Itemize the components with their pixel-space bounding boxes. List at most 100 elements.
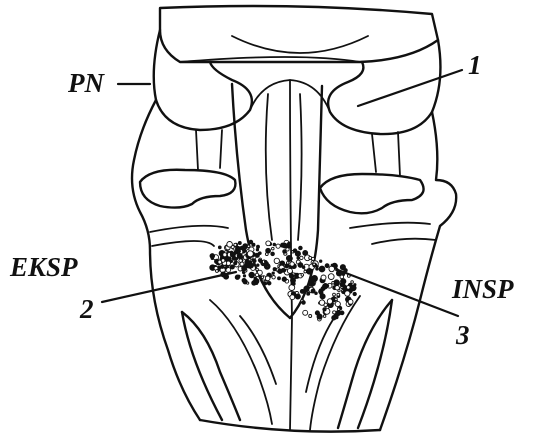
stipple-dot bbox=[236, 246, 240, 250]
label-eksp: EKSP bbox=[9, 252, 78, 282]
stipple-dot bbox=[255, 273, 258, 276]
stipple-dot bbox=[299, 246, 303, 250]
stipple-dot bbox=[340, 265, 345, 270]
stipple-dot bbox=[261, 276, 263, 278]
stipple-dot bbox=[321, 280, 323, 282]
stipple-dot bbox=[295, 294, 300, 299]
stipple-dot bbox=[307, 268, 313, 274]
stipple-dot bbox=[302, 301, 306, 305]
stipple-dot bbox=[307, 292, 310, 295]
stipple-dot bbox=[211, 257, 214, 260]
stipple-dot bbox=[235, 275, 239, 279]
stipple-dot bbox=[223, 253, 227, 257]
stipple-dot bbox=[293, 249, 297, 253]
pons-lobes bbox=[154, 30, 441, 134]
stipple-dot bbox=[325, 264, 329, 268]
label-3: 3 bbox=[455, 320, 470, 350]
stipple-dot bbox=[272, 247, 275, 250]
stipple-dot bbox=[276, 244, 280, 248]
stipple-dot bbox=[238, 242, 241, 245]
stipple-dot bbox=[254, 277, 257, 280]
label-insp: INSP bbox=[451, 274, 514, 304]
stipple-dot bbox=[287, 242, 291, 246]
stipple-dot bbox=[286, 248, 289, 251]
stipple-dot bbox=[312, 276, 318, 282]
stipple-dot bbox=[332, 281, 335, 284]
stipple-dot bbox=[243, 245, 247, 249]
stipple-dot bbox=[331, 264, 333, 266]
stipple-dot bbox=[320, 260, 322, 262]
stipple-dot bbox=[278, 269, 283, 274]
stipple-dot bbox=[301, 274, 304, 277]
stippled-nuclei bbox=[210, 240, 357, 321]
stipple-dot bbox=[252, 259, 255, 262]
stipple-dot bbox=[333, 311, 336, 314]
stipple-dot bbox=[328, 274, 334, 280]
stipple-dot bbox=[351, 281, 354, 284]
stipple-dot bbox=[313, 263, 316, 266]
stipple-dot bbox=[242, 266, 247, 271]
stipple-dot bbox=[290, 262, 294, 266]
label-2: 2 bbox=[79, 294, 94, 324]
stipple-dot bbox=[332, 316, 336, 320]
stipple-dot bbox=[243, 275, 245, 277]
stipple-dot bbox=[327, 299, 332, 304]
stipple-dot bbox=[311, 289, 315, 293]
label-pn: PN bbox=[67, 68, 105, 98]
stipple-dot bbox=[218, 246, 221, 249]
stipple-dot bbox=[340, 311, 344, 315]
stipple-dot bbox=[263, 282, 266, 285]
stipple-dot bbox=[337, 293, 340, 296]
leader-1 bbox=[358, 70, 462, 106]
stipple-dot bbox=[230, 251, 233, 254]
stipple-dot bbox=[340, 282, 345, 287]
stipple-dot bbox=[319, 300, 324, 305]
stipple-dot bbox=[353, 292, 356, 295]
stipple-dot bbox=[249, 272, 255, 278]
stipple-dot bbox=[283, 243, 288, 248]
stipple-dot bbox=[317, 314, 322, 319]
stipple-dot bbox=[273, 268, 276, 271]
stipple-dot bbox=[247, 251, 253, 257]
stipple-dot bbox=[257, 264, 259, 266]
stipple-dot bbox=[347, 286, 351, 290]
stipple-dot bbox=[290, 295, 295, 300]
stipple-dot bbox=[335, 298, 338, 301]
stipple-dot bbox=[227, 242, 233, 248]
stipple-dot bbox=[323, 308, 326, 311]
stipple-dot bbox=[321, 275, 326, 280]
stipple-dot bbox=[333, 293, 336, 296]
stipple-dot bbox=[259, 260, 262, 263]
stipple-dot bbox=[323, 284, 328, 289]
stipple-dot bbox=[266, 241, 271, 246]
stipple-dot bbox=[340, 275, 344, 279]
stipple-dot bbox=[309, 315, 312, 318]
stipple-dot bbox=[300, 256, 303, 259]
stipple-dot bbox=[323, 315, 326, 318]
stipple-dot bbox=[272, 272, 274, 274]
stipple-dot bbox=[316, 268, 319, 271]
stipple-dot bbox=[252, 281, 257, 286]
stipple-dot bbox=[242, 278, 246, 282]
stipple-dot bbox=[247, 282, 249, 284]
middle-band bbox=[150, 223, 436, 246]
leader-2 bbox=[102, 272, 236, 302]
stipple-dot bbox=[335, 286, 339, 290]
stipple-dot bbox=[312, 282, 315, 285]
stipple-dot bbox=[337, 308, 340, 311]
stipple-dot bbox=[329, 266, 335, 272]
stipple-dot bbox=[297, 257, 299, 259]
stipple-dot bbox=[237, 253, 242, 258]
stipple-dot bbox=[302, 266, 305, 269]
top-cap bbox=[160, 6, 438, 62]
stipple-dot bbox=[256, 268, 259, 271]
stipple-dot bbox=[267, 281, 271, 285]
side-nuclei bbox=[140, 170, 424, 214]
stipple-dot bbox=[221, 259, 225, 263]
stipple-dot bbox=[319, 266, 325, 272]
stipple-dot bbox=[234, 262, 237, 265]
stipple-dot bbox=[274, 258, 279, 263]
stipple-dot bbox=[286, 255, 292, 261]
stipple-dot bbox=[249, 263, 254, 268]
